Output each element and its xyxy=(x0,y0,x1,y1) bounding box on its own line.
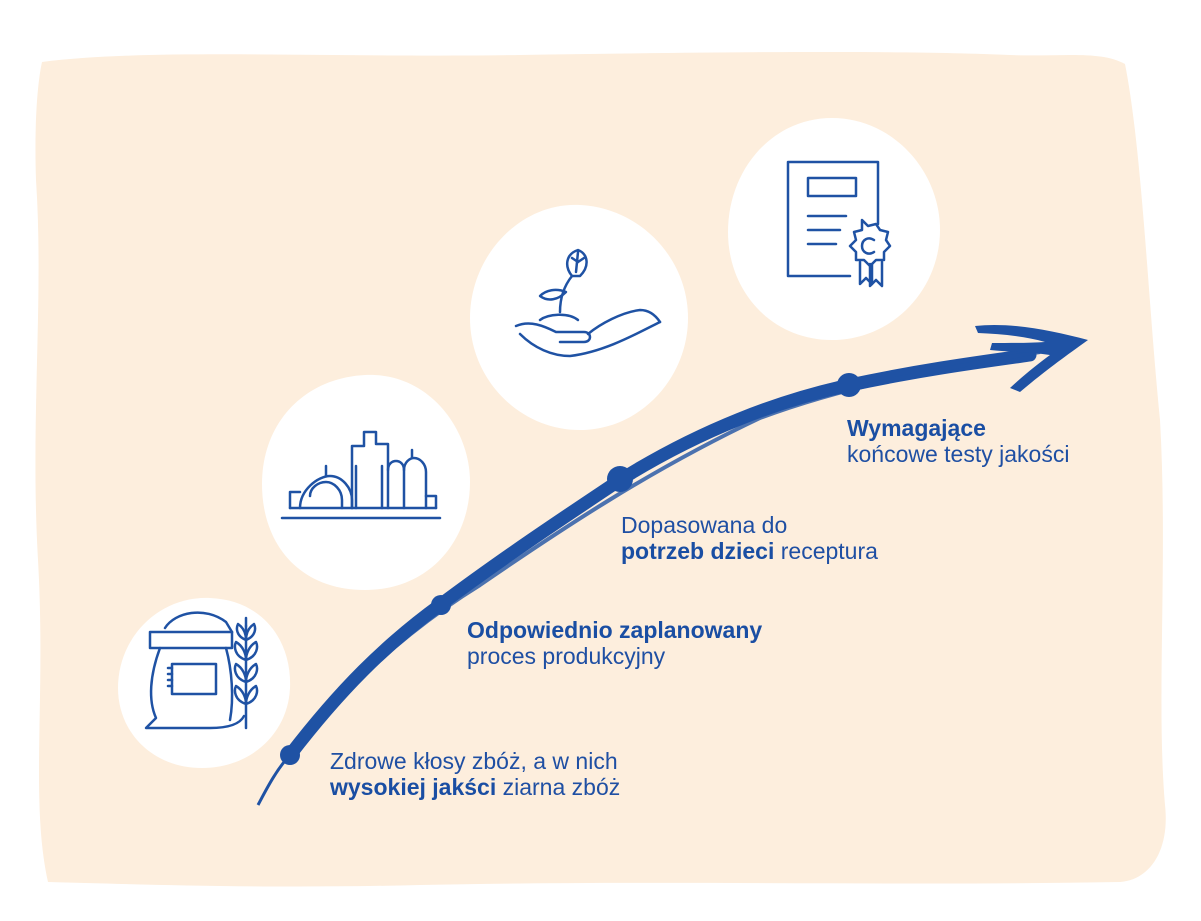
step-3-line2-rest: receptura xyxy=(774,538,878,564)
step-2-line2: proces produkcyjny xyxy=(467,643,666,669)
step-3-line2: potrzeb dzieci receptura xyxy=(621,538,878,564)
step-3-label: Dopasowana do potrzeb dzieci receptura xyxy=(621,512,878,564)
step-4-line2: końcowe testy jakości xyxy=(847,441,1070,467)
milestone-dot-4 xyxy=(837,373,861,397)
certificate-icon xyxy=(786,160,892,288)
step-1-line2-rest: ziarna zbóż xyxy=(496,774,621,800)
step-2-line1-bold: Odpowiednio zaplanowany xyxy=(467,617,763,643)
timeline-arrowhead xyxy=(975,324,1088,392)
factory-icon xyxy=(280,430,442,520)
step-1-line2-bold: wysokiej jakści xyxy=(330,774,497,800)
milestone-dot-3 xyxy=(607,466,633,492)
milestone-dot-1 xyxy=(280,745,300,765)
timeline-curve-brush xyxy=(298,350,1041,744)
step-1-line2: wysokiej jakści ziarna zbóż xyxy=(330,774,620,800)
step-1-label: Zdrowe kłosy zbóż, a w nich wysokiej jak… xyxy=(330,748,620,800)
milestone-dot-2 xyxy=(431,595,451,615)
sprout-in-hand-icon xyxy=(514,248,662,358)
icon-circle-factory xyxy=(262,374,470,590)
step-4-label: Wymagające końcowe testy jakości xyxy=(847,415,1069,467)
step-2-label: Odpowiednio zaplanowany proces produkcyj… xyxy=(467,617,762,669)
grain-sack-wheat-icon xyxy=(144,611,259,730)
icon-circle-sprout xyxy=(470,204,688,430)
step-3-line1: Dopasowana do xyxy=(621,512,788,538)
step-2-line1: Odpowiednio zaplanowany xyxy=(467,617,762,643)
step-4-line1: Wymagające xyxy=(847,415,1069,441)
step-4-line1-bold: Wymagające xyxy=(847,415,986,441)
step-3-line2-bold: potrzeb dzieci xyxy=(621,538,775,564)
step-1-line1: Zdrowe kłosy zbóż, a w nich xyxy=(330,748,618,774)
